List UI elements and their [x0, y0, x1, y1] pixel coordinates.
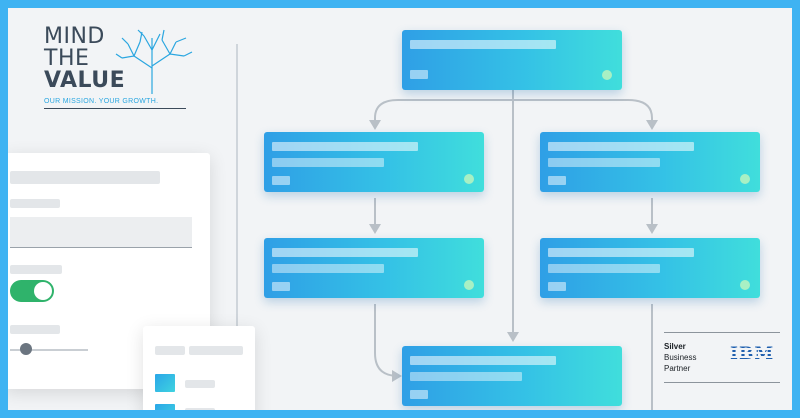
logo-line-3: VALUE	[44, 68, 126, 93]
node-tag-placeholder	[272, 282, 290, 291]
slider-thumb[interactable]	[20, 343, 32, 355]
node-title-placeholder	[272, 142, 418, 151]
slider-label-placeholder	[10, 325, 60, 334]
node-title-placeholder	[548, 142, 694, 151]
partner-tier: Silver	[664, 342, 686, 351]
list-item-chip[interactable]	[155, 404, 175, 410]
flow-node-top[interactable]	[402, 30, 622, 90]
node-subtitle-placeholder	[548, 158, 660, 167]
logo-wordmark: MIND THE VALUE	[44, 26, 125, 92]
node-subtitle-placeholder	[548, 264, 660, 273]
logo-line-2: THE	[44, 46, 90, 71]
partner-line-3: Partner	[664, 364, 691, 373]
logo-line-1: MIND	[44, 24, 105, 49]
status-dot-icon	[464, 174, 474, 184]
status-dot-icon	[602, 70, 612, 80]
ibm-logo: IBM	[730, 344, 775, 364]
node-tag-placeholder	[410, 70, 428, 79]
partner-tier-text: Silver Business Partner	[664, 341, 696, 374]
list-header-placeholder-1	[155, 346, 185, 355]
logo-tagline: OUR MISSION. YOUR GROWTH.	[44, 98, 159, 105]
flow-node-left-2[interactable]	[264, 238, 484, 298]
node-tag-placeholder	[272, 176, 290, 185]
node-title-placeholder	[548, 248, 694, 257]
node-tag-placeholder	[548, 282, 566, 291]
flow-node-left-1[interactable]	[264, 132, 484, 192]
node-title-placeholder	[410, 40, 556, 49]
status-dot-icon	[740, 174, 750, 184]
node-title-placeholder	[410, 356, 556, 365]
canvas: MIND THE VALUE OUR MISSION. YOUR GROWTH.	[8, 8, 792, 410]
vertical-divider	[236, 44, 238, 410]
node-tag-placeholder	[548, 176, 566, 185]
flow-connectors	[369, 88, 658, 410]
logo-underline	[44, 108, 186, 109]
status-dot-icon	[464, 280, 474, 290]
node-tag-placeholder	[410, 390, 428, 399]
toggle-label-placeholder	[10, 265, 62, 274]
flow-node-right-2[interactable]	[540, 238, 760, 298]
node-subtitle-placeholder	[272, 264, 384, 273]
status-dot-icon	[740, 280, 750, 290]
ibm-partner-badge: Silver Business Partner IBM	[664, 332, 780, 384]
field-label-placeholder	[10, 199, 60, 208]
text-field-placeholder[interactable]	[10, 217, 192, 248]
enable-toggle[interactable]	[10, 280, 54, 302]
slider-track[interactable]	[10, 349, 88, 351]
list-item-chip[interactable]	[155, 374, 175, 392]
mind-the-value-logo: MIND THE VALUE OUR MISSION. YOUR GROWTH.	[44, 26, 204, 116]
badge-bottom-rule	[664, 382, 780, 383]
list-item-label-placeholder	[185, 380, 215, 388]
list-panel	[143, 326, 255, 410]
node-subtitle-placeholder	[410, 372, 522, 381]
settings-panel	[8, 153, 210, 389]
badge-top-rule	[664, 332, 780, 333]
list-header-placeholder-2	[189, 346, 243, 355]
list-item-label-placeholder	[185, 408, 215, 410]
flow-node-right-1[interactable]	[540, 132, 760, 192]
flow-node-bottom[interactable]	[402, 346, 622, 406]
partner-line-2: Business	[664, 353, 697, 362]
panel-title-placeholder	[10, 171, 160, 184]
toggle-knob	[34, 282, 52, 300]
tree-icon	[115, 29, 193, 94]
node-subtitle-placeholder	[272, 158, 384, 167]
node-title-placeholder	[272, 248, 418, 257]
